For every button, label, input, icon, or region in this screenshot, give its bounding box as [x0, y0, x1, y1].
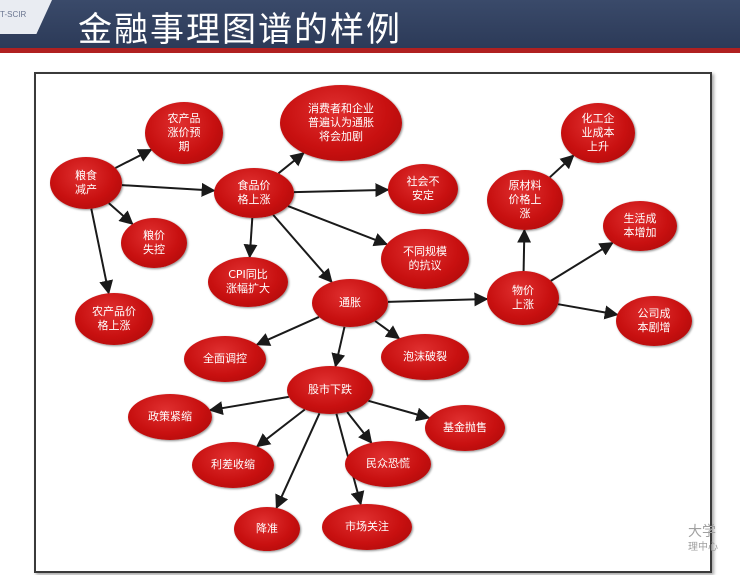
node-spread-narrow: 利差收缩	[192, 442, 274, 488]
edge-stock-fall-to-spread-narrow	[255, 408, 306, 448]
edge-inflation-to-stock-fall	[331, 326, 346, 368]
slide-title: 金融事理图谱的样例	[78, 10, 402, 50]
edge-price-up-to-company-cost	[557, 303, 619, 320]
node-social-unrest: 社会不 安定	[388, 164, 458, 214]
edge-inflation-to-bubble-burst	[374, 320, 401, 340]
node-company-cost: 公司成 本剧增	[616, 296, 692, 346]
node-living-cost: 生活成 本增加	[603, 201, 677, 251]
edge-grain-cut-to-food-price-up	[121, 182, 216, 197]
node-rate-cut: 降准	[234, 507, 300, 551]
node-consensus: 消费者和企业 普遍认为通胀 将会加剧	[280, 85, 402, 161]
node-farm-price-expect: 农产品 涨价预 期	[145, 102, 223, 164]
node-macro-control: 全面调控	[184, 336, 266, 382]
edge-food-price-up-to-inflation	[272, 214, 333, 284]
edge-inflation-to-price-up	[387, 292, 489, 307]
node-bubble-burst: 泡沫破裂	[381, 334, 469, 380]
edge-food-price-up-to-protests	[287, 205, 389, 247]
node-farm-price-up: 农产品价 格上涨	[75, 293, 153, 345]
edge-food-price-up-to-consensus	[277, 152, 305, 175]
node-food-price-up: 食品价 格上涨	[214, 168, 294, 218]
edge-stock-fall-to-rate-cut	[275, 412, 321, 510]
corner-tag: T-SCIR	[0, 10, 27, 19]
edge-stock-fall-to-panic	[346, 411, 373, 444]
edge-raw-material-up-to-chem-cost	[549, 154, 575, 179]
node-grain-price-loss: 粮价 失控	[121, 218, 187, 268]
node-market-focus: 市场关注	[322, 504, 412, 550]
edge-grain-cut-to-farm-price-expect	[114, 148, 153, 169]
accent-line	[0, 48, 740, 53]
node-policy-tight: 政策紧缩	[128, 394, 212, 440]
slide-header: T-SCIR 金融事理图谱的样例	[0, 0, 740, 50]
node-fund-sell: 基金抛售	[425, 405, 505, 451]
node-inflation: 通胀	[312, 279, 388, 327]
edge-grain-cut-to-grain-price-loss	[108, 202, 134, 225]
node-cpi-rise: CPI同比 涨幅扩大	[208, 257, 288, 307]
edge-stock-fall-to-policy-tight	[208, 395, 289, 416]
node-price-up: 物价 上涨	[487, 271, 559, 325]
watermark: 大学 理中心	[688, 524, 718, 553]
edge-food-price-up-to-cpi-rise	[243, 217, 258, 259]
node-panic: 民众恐慌	[345, 441, 431, 487]
edge-price-up-to-raw-material-up	[517, 228, 532, 272]
edge-grain-cut-to-farm-price-up	[90, 208, 114, 295]
node-protests: 不同规模 的抗议	[381, 229, 469, 289]
node-stock-fall: 股市下跌	[287, 366, 373, 414]
node-raw-material-up: 原材料 价格上 涨	[487, 170, 563, 230]
node-chem-cost: 化工企 业成本 上升	[561, 103, 635, 163]
node-grain-cut: 粮食 减产	[50, 157, 122, 209]
edge-stock-fall-to-fund-sell	[368, 399, 431, 422]
edge-inflation-to-macro-control	[255, 315, 320, 346]
edge-food-price-up-to-social-unrest	[293, 183, 390, 198]
edge-price-up-to-living-cost	[550, 241, 614, 282]
